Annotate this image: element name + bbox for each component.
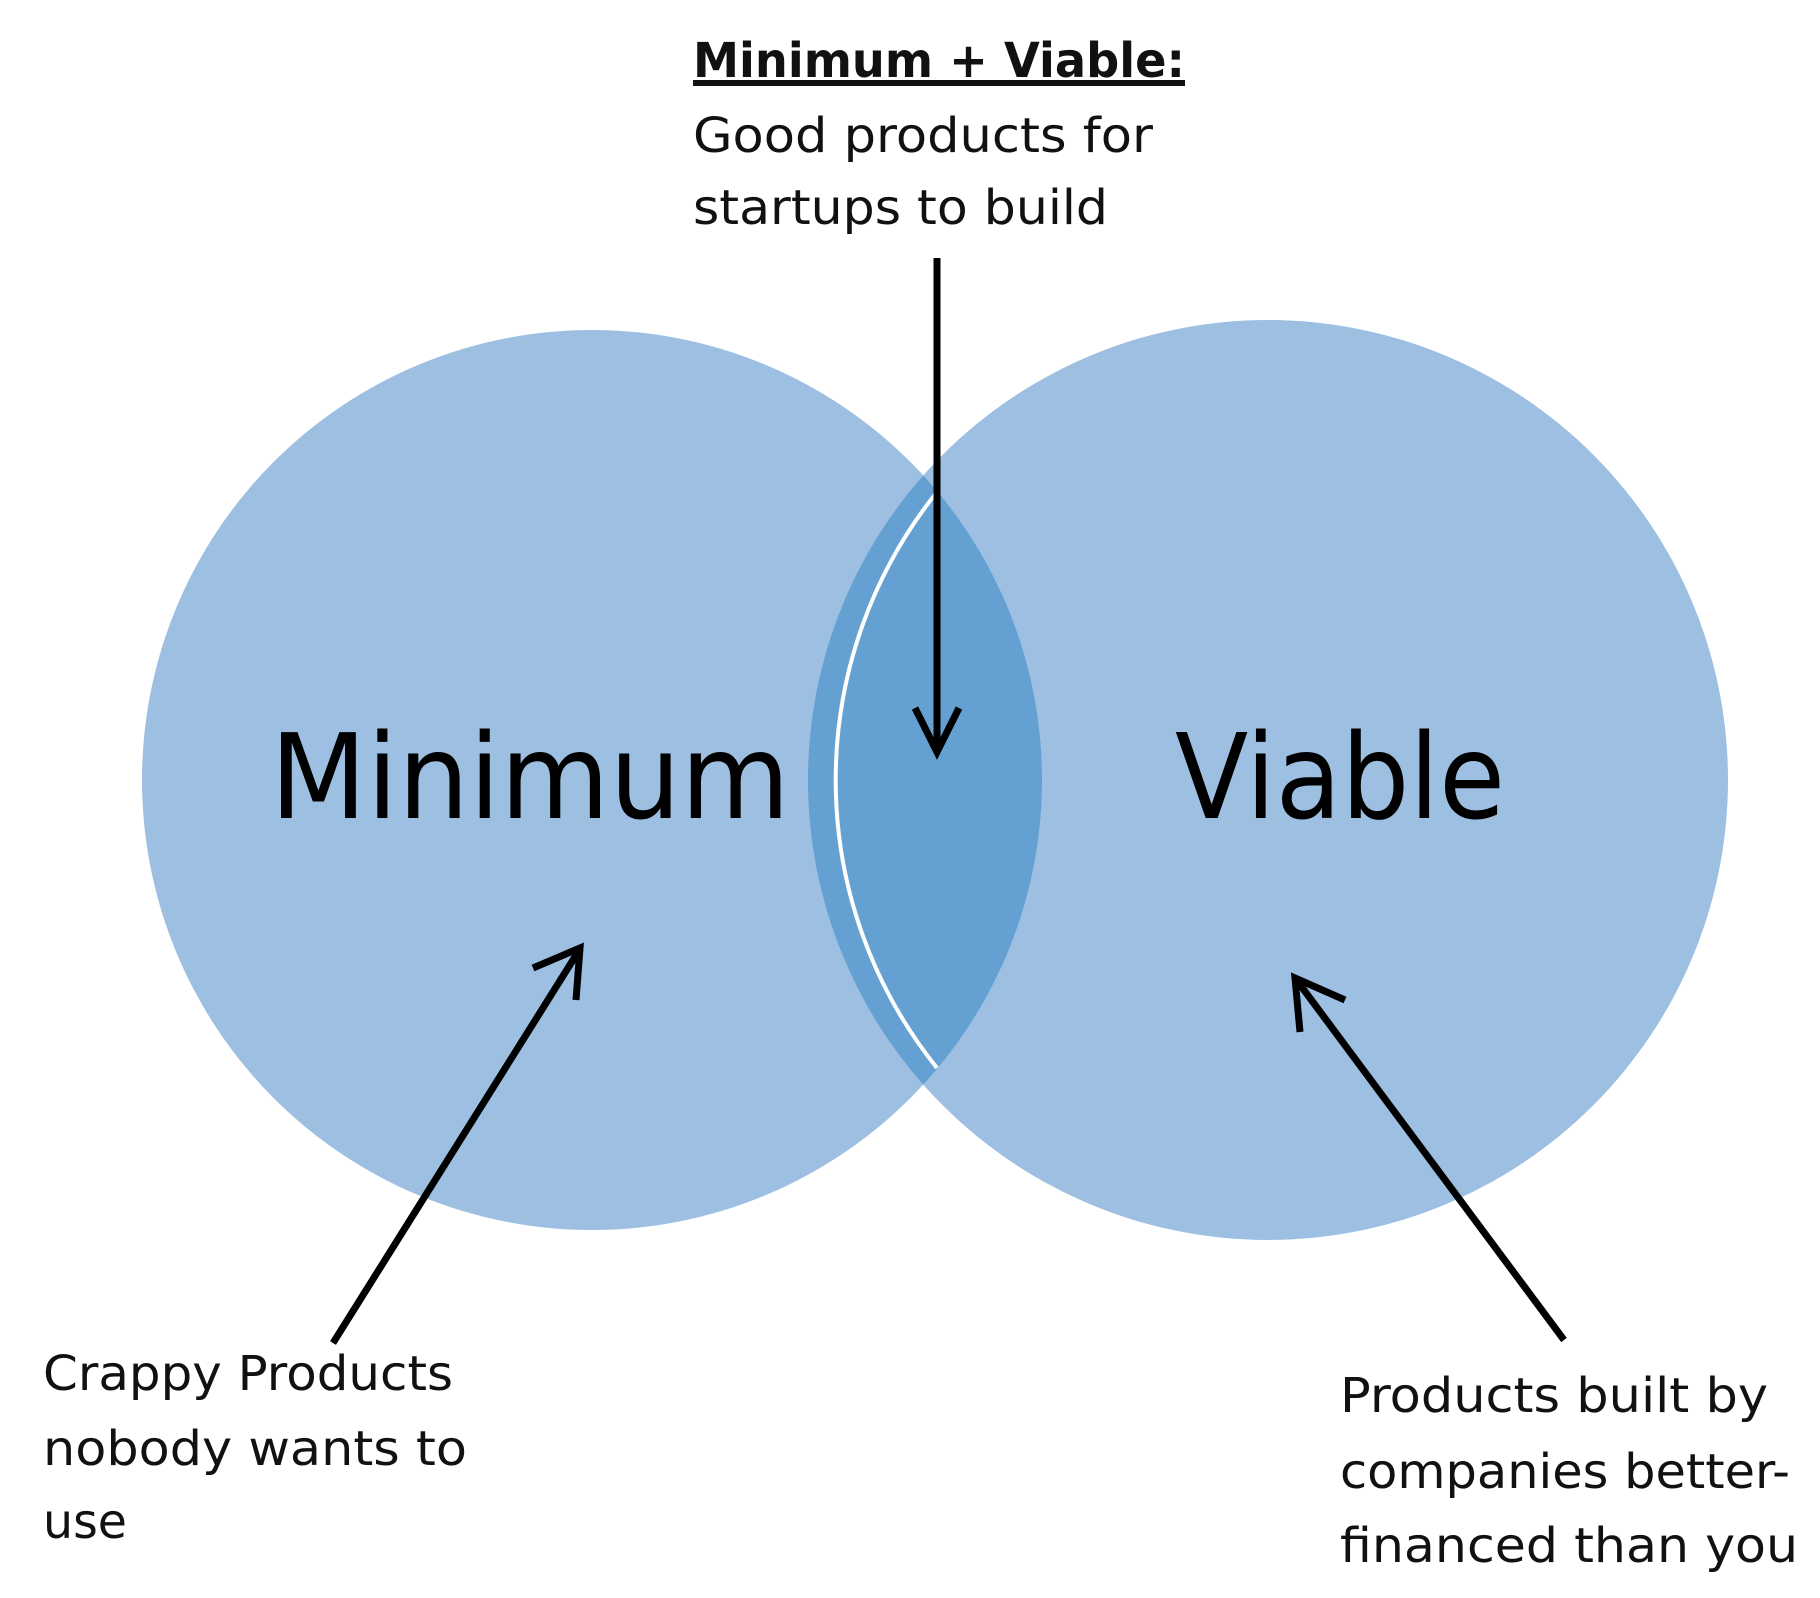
overlap-arrow-head	[911, 706, 963, 760]
viable-note-line-2: companies better-	[1340, 1444, 1790, 1500]
viable-note-line-1: Products built by	[1340, 1368, 1768, 1424]
overlap-text-line-2: startups to build	[693, 180, 1108, 236]
minimum-note-line-3: use	[43, 1494, 127, 1550]
minimum-circle	[142, 330, 1042, 1230]
viable-arrow-head	[1290, 972, 1347, 1033]
overlap-heading: Minimum + Viable:	[693, 33, 1185, 89]
minimum-arrow-head	[531, 942, 584, 1001]
minimum-note-line-2: nobody wants to	[43, 1421, 467, 1477]
viable-note-line-3: financed than you	[1340, 1518, 1798, 1574]
overlap-border	[833, 490, 939, 1070]
minimum-arrow	[330, 950, 581, 1345]
minimum-note-line-1: Crappy Products	[43, 1346, 453, 1402]
viable-arrow	[1295, 979, 1567, 1343]
viable-circle	[808, 320, 1728, 1240]
minimum-label: Minimum	[270, 708, 790, 846]
overlap-text-line-1: Good products for	[693, 108, 1153, 164]
viable-label: Viable	[1175, 708, 1505, 846]
